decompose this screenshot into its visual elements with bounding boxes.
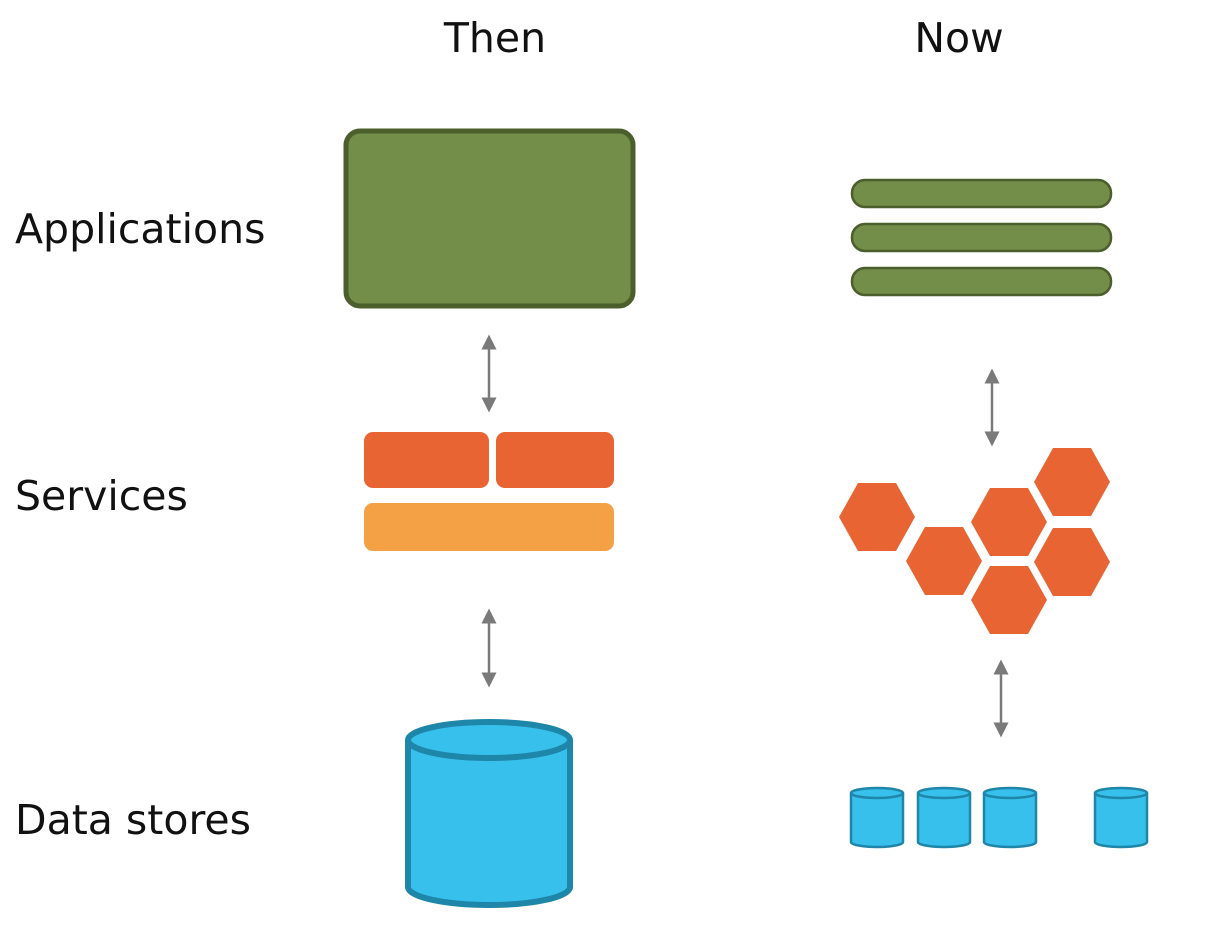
then-monolith-application: [343, 128, 636, 309]
then-service-bottom: [364, 503, 614, 551]
small-database-icon: [849, 786, 905, 849]
row-label-data-stores: Data stores: [15, 796, 251, 844]
small-database-icon: [982, 786, 1038, 849]
row-label-services: Services: [15, 472, 188, 520]
now-app-bar: [850, 178, 1113, 209]
now-applications: [850, 178, 1113, 297]
hexagon-service-icon: [971, 566, 1047, 634]
column-header-then: Then: [443, 14, 547, 62]
row-label-applications: Applications: [15, 205, 266, 253]
hexagon-service-icon: [1034, 528, 1110, 596]
hexagon-service-icon: [1034, 448, 1110, 516]
then-services-block: [364, 432, 614, 551]
then-service-top-left: [364, 432, 489, 488]
small-database-icon: [1093, 786, 1149, 849]
hexagon-service-icon: [906, 527, 982, 595]
now-microservices: [839, 448, 1110, 634]
hexagon-service-icon: [971, 488, 1047, 556]
small-database-icon: [916, 786, 972, 849]
now-app-bar: [850, 266, 1113, 297]
now-data-stores: [849, 786, 1149, 849]
now-app-bar: [850, 222, 1113, 253]
hexagon-service-icon: [839, 483, 915, 551]
then-database-cylinder-icon: [405, 719, 573, 908]
then-service-top-right: [496, 432, 614, 488]
column-header-now: Now: [914, 14, 1004, 62]
